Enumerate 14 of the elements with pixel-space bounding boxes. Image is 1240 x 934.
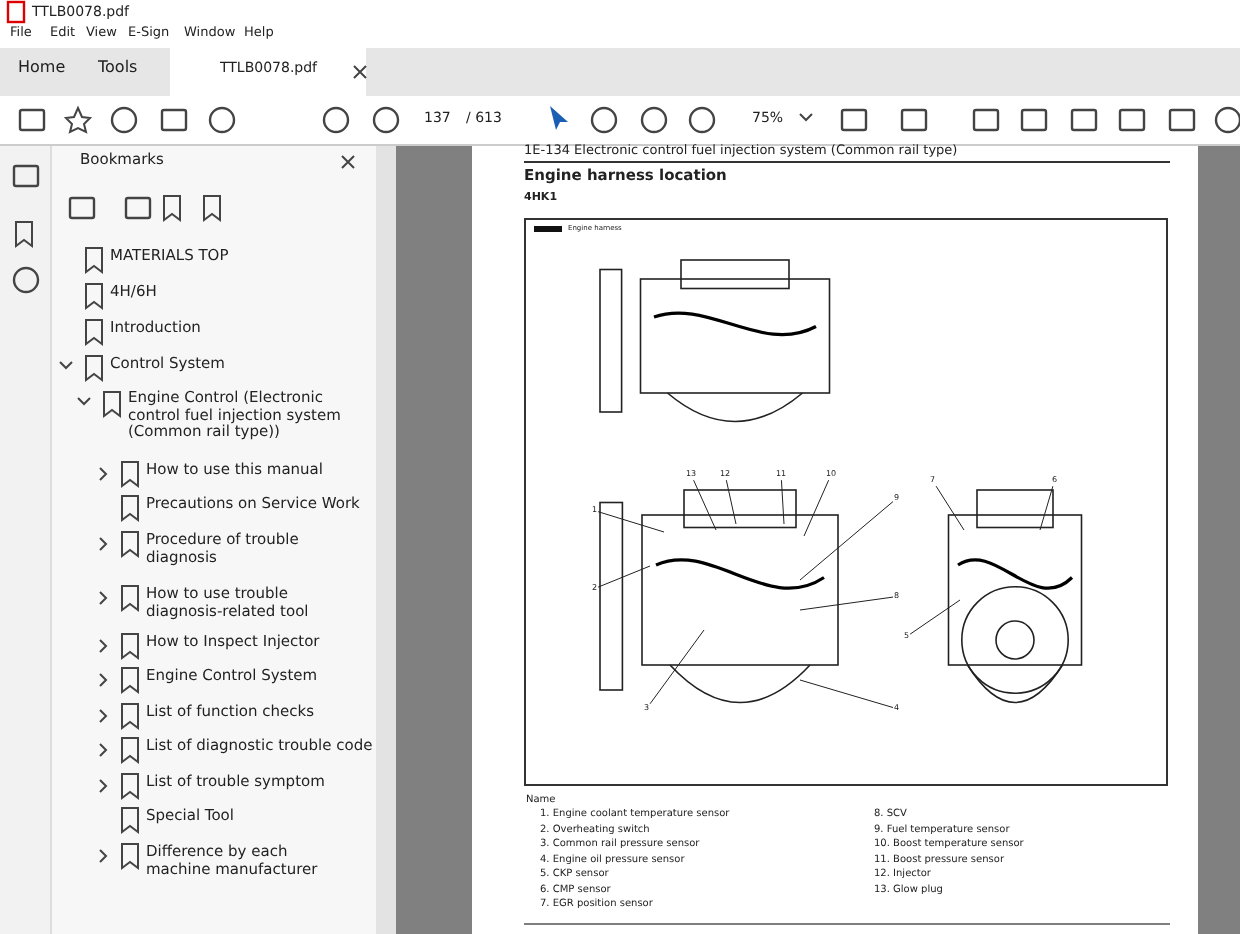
leader-line [799, 501, 894, 581]
leader-line [649, 629, 705, 705]
tab-label: Tools [98, 58, 138, 77]
leader-line [803, 479, 830, 537]
leader-line [799, 596, 894, 611]
leader-line [935, 485, 965, 531]
leader-line [597, 565, 651, 588]
tab-label: Home [18, 58, 66, 77]
leader-line [693, 479, 717, 531]
leader-line [725, 479, 737, 525]
leader-line [1039, 485, 1054, 531]
leader-line [799, 679, 894, 709]
leader-line [909, 599, 961, 635]
leader-line [780, 479, 785, 525]
